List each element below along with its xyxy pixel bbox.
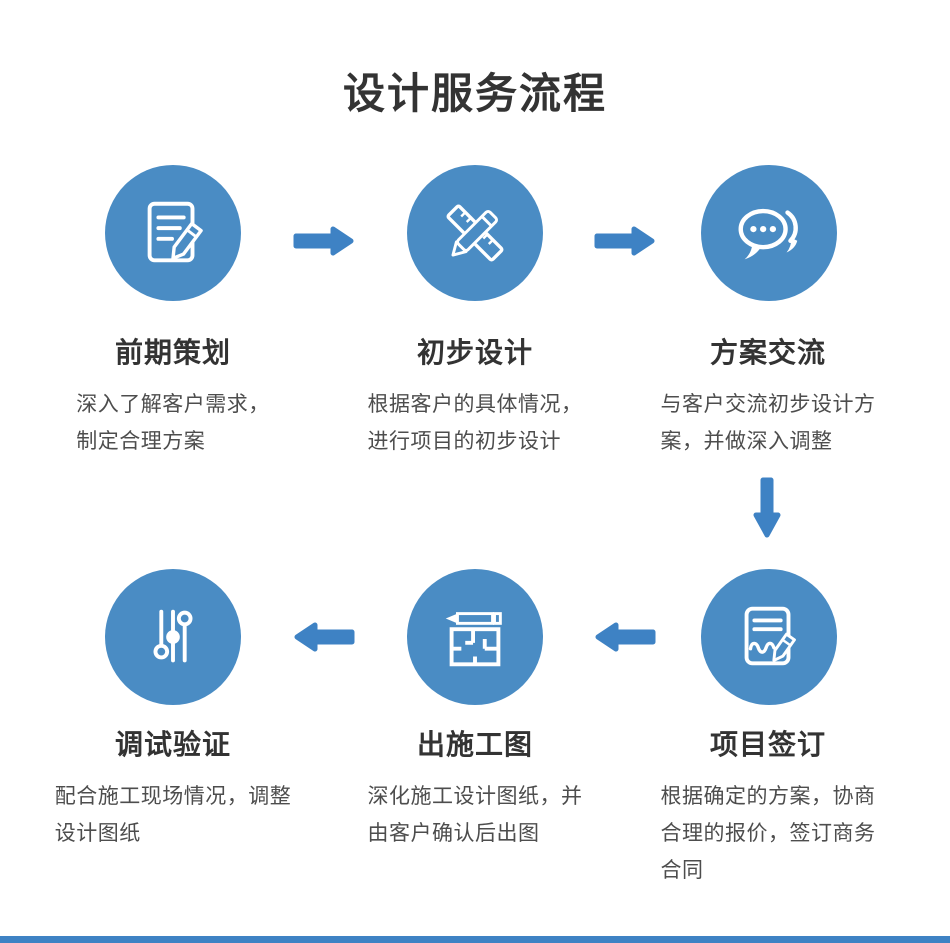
document-pencil-icon [147,201,203,263]
step-description: 深化施工设计图纸，并 由客户确认后出图 [367,785,583,845]
step-circle-drawings [407,569,543,705]
step-circle-signing [701,569,837,705]
step-description: 根据客户的具体情况， 进行项目的初步设计 [367,393,583,453]
step-description: 配合施工现场情况，调整 设计图纸 [54,785,292,845]
step-block-planning: 前期策划 深入了解客户需求， 制定合理方案 [33,336,313,460]
page-title: 设计服务流程 [342,70,607,117]
arrow-right-icon [594,226,655,256]
step-title: 调试验证 [114,729,231,760]
arrow-right-icon [293,226,354,256]
step-circle-planning [105,165,241,301]
step-block-communication: 方案交流 与客户交流初步设计方 案，并做深入调整 [628,336,908,460]
step-block-drawings: 出施工图 深化施工设计图纸，并 由客户确认后出图 [335,728,615,852]
sliders-icon [153,609,193,663]
footer-accent-bar [0,936,950,943]
step-title: 项目签订 [709,729,826,760]
step-title: 初步设计 [416,337,533,368]
step-circle-communication [701,165,837,301]
arrow-down-icon [753,477,781,538]
ruler-pencil-icon [446,204,504,262]
chat-bubbles-icon [738,208,798,260]
step-title: 出施工图 [416,729,533,760]
contract-signature-icon [744,606,796,666]
step-title: 前期策划 [114,337,231,368]
step-circle-verification [105,569,241,705]
step-description: 根据确定的方案，协商 合理的报价，签订商务 合同 [660,785,876,882]
step-description: 深入了解客户需求， 制定合理方案 [76,393,270,453]
arrow-left-icon [595,622,656,652]
step-circle-design [407,165,543,301]
step-block-design: 初步设计 根据客户的具体情况， 进行项目的初步设计 [335,336,615,460]
step-title: 方案交流 [709,337,826,368]
step-block-signing: 项目签订 根据确定的方案，协商 合理的报价，签订商务 合同 [628,728,908,889]
step-block-verification: 调试验证 配合施工现场情况，调整 设计图纸 [33,728,313,852]
step-description: 与客户交流初步设计方 案，并做深入调整 [660,393,876,453]
arrow-left-icon [294,622,355,652]
floorplan-pencil-icon [445,612,502,667]
